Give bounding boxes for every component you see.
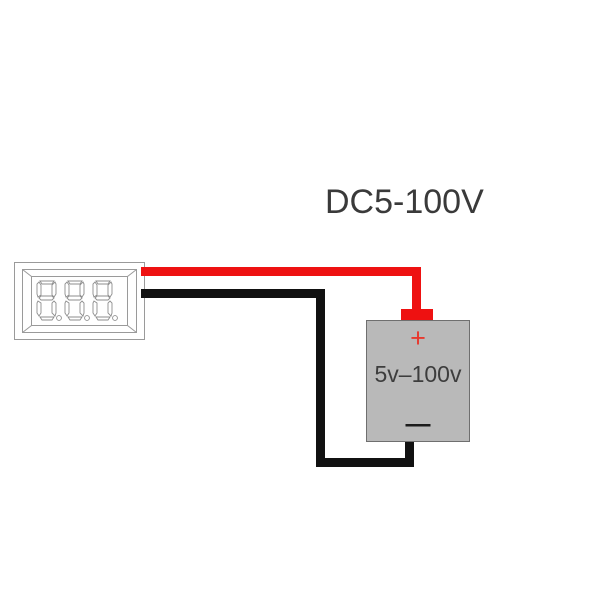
battery-negative-symbol: — — [405, 410, 431, 438]
page-title: DC5-100V — [325, 183, 484, 221]
battery-positive-symbol: + — [410, 323, 426, 353]
seven-segment-digit — [64, 280, 90, 321]
dc-power-source: + 5v–100v — — [366, 320, 470, 442]
seven-segment-digit — [92, 280, 118, 321]
black-wire-left-vertical-segment — [316, 289, 325, 467]
digital-voltmeter-module — [14, 262, 145, 340]
battery-positive-terminal-cap — [401, 309, 433, 321]
voltmeter-face-icon — [14, 262, 145, 340]
black-wire-bottom-horizontal-segment — [316, 458, 414, 467]
black-wire-right-vertical-segment — [405, 440, 414, 467]
seven-segment-digit — [36, 280, 62, 321]
red-wire-vertical-segment — [412, 267, 421, 315]
black-wire-top-horizontal-segment — [141, 289, 325, 298]
battery-voltage-label: 5v–100v — [374, 361, 462, 387]
red-wire-horizontal-segment — [141, 267, 421, 276]
